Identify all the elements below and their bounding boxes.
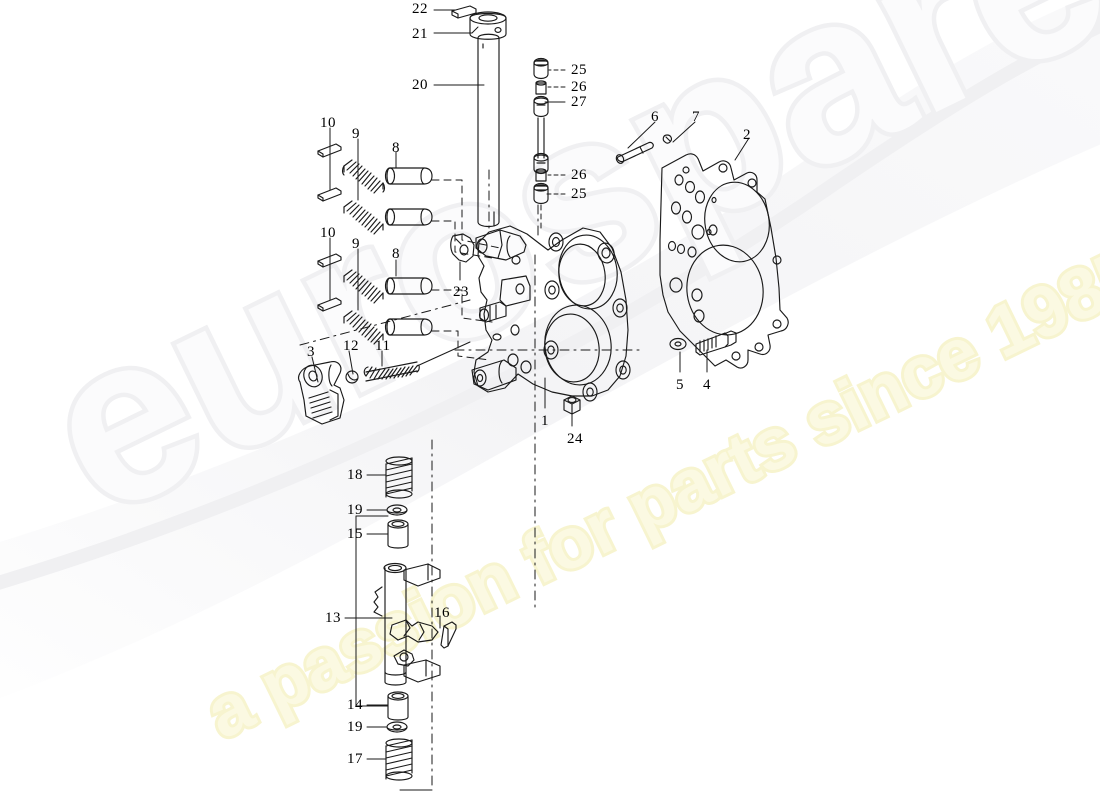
callout-24: 24 [567, 431, 583, 447]
part-25-ball-socket-bottom [533, 182, 549, 205]
callout-10b: 10 [320, 225, 336, 241]
callout-4: 4 [703, 377, 711, 393]
part-1-shift-housing [471, 225, 631, 402]
callout-9a: 9 [352, 126, 360, 142]
callout-8b: 8 [392, 246, 400, 262]
part-24-hex-nut [563, 395, 581, 415]
leader-lines [311, 9, 750, 760]
callout-21: 21 [412, 26, 428, 42]
callout-18: 18 [347, 467, 363, 483]
group-brackets [355, 515, 433, 791]
callout-15: 15 [347, 526, 363, 542]
callout-23: 23 [453, 284, 469, 300]
callout-16: 16 [434, 605, 450, 621]
part-20-shift-rod [477, 33, 500, 228]
part-17-lower-spring [385, 738, 413, 781]
part-group-lower-detents [317, 253, 433, 345]
callout-25b: 25 [571, 186, 587, 202]
part-27-connecting-link [533, 95, 549, 175]
callout-8a: 8 [392, 140, 400, 156]
part-7-lock-ring [662, 134, 672, 144]
part-21-collar [469, 11, 507, 40]
part-12-detent-ball [345, 370, 359, 384]
callout-7: 7 [692, 109, 700, 125]
callout-27: 27 [571, 94, 587, 110]
part-11-compression-spring [363, 361, 420, 382]
callout-14: 14 [347, 697, 363, 713]
callout-3: 3 [307, 344, 315, 360]
callout-6: 6 [651, 109, 659, 125]
part-26-bushing-top [535, 80, 547, 95]
part-13-selector-fork [373, 562, 441, 686]
part-25-ball-socket-top [533, 57, 549, 80]
callout-9b: 9 [352, 236, 360, 252]
callout-19b: 19 [347, 719, 363, 735]
part-26-bushing-bottom [535, 168, 547, 182]
callout-17: 17 [347, 751, 363, 767]
part-3-detent-slide [298, 361, 345, 425]
part-19-washer-upper [386, 504, 408, 516]
callout-19a: 19 [347, 502, 363, 518]
part-18-upper-spring [385, 456, 413, 499]
part-5-washer [669, 337, 687, 351]
callout-2: 2 [743, 127, 751, 143]
part-16-dowel-pin [440, 621, 457, 649]
part-4-hex-bolt [695, 330, 737, 356]
part-6-dowel-sleeve [615, 141, 654, 164]
callout-5: 5 [676, 377, 684, 393]
callout-13: 13 [325, 610, 341, 626]
callout-20: 20 [412, 77, 428, 93]
part-23-retaining-plate [450, 233, 475, 263]
callout-22: 22 [412, 1, 428, 17]
part-group-upper-detents [317, 143, 433, 235]
callout-26b: 26 [571, 167, 587, 183]
part-19-washer-lower [386, 721, 408, 733]
callout-10a: 10 [320, 115, 336, 131]
part-14-bushing-lower [387, 691, 409, 721]
callout-26a: 26 [571, 79, 587, 95]
callout-11: 11 [375, 338, 391, 354]
callout-1: 1 [541, 413, 549, 429]
part-2-gasket [659, 153, 789, 369]
callout-12: 12 [343, 338, 359, 354]
callout-25a: 25 [571, 62, 587, 78]
part-15-bushing-upper [387, 519, 409, 549]
